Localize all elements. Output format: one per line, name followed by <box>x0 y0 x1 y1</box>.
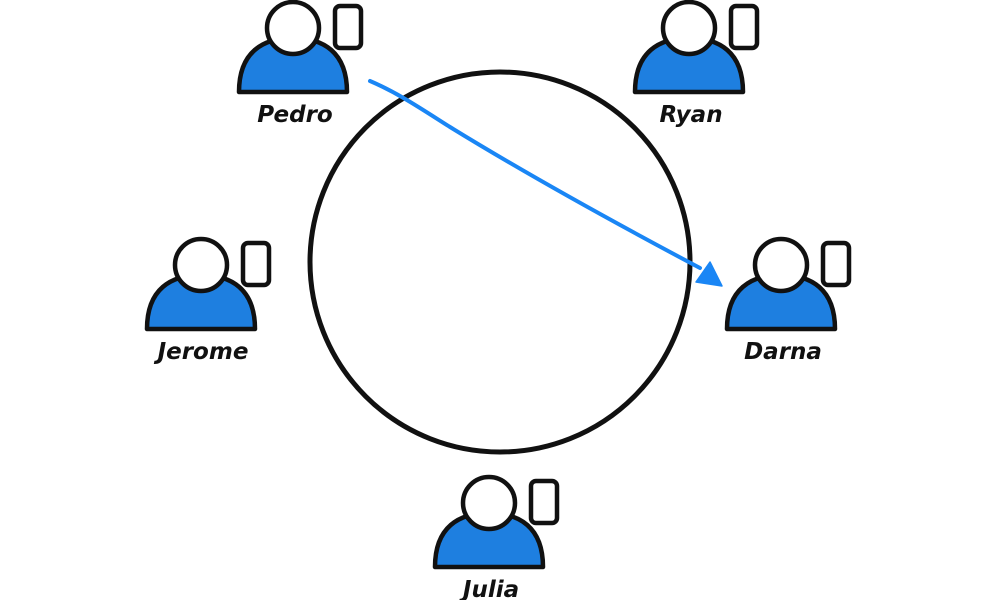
person-with-card-icon <box>632 0 760 95</box>
person-with-card-icon <box>236 0 364 95</box>
person-with-card-icon <box>724 236 852 332</box>
person-name: Darna <box>744 339 822 365</box>
person-with-card-icon <box>144 236 272 332</box>
person-darna: Darna <box>724 236 852 365</box>
person-pedro: Pedro <box>236 0 364 128</box>
arrow-line <box>368 79 702 270</box>
person-name: Julia <box>459 577 519 600</box>
person-name: Jerome <box>154 339 249 365</box>
person-jerome: Jerome <box>144 236 272 365</box>
arrow-pedro-to-darna <box>368 79 723 287</box>
person-ryan: Ryan <box>632 0 760 128</box>
person-name: Ryan <box>659 102 722 128</box>
person-julia: Julia <box>432 474 560 600</box>
center-circle <box>307 69 693 455</box>
person-name: Pedro <box>257 102 332 128</box>
arrowhead-icon <box>695 261 723 287</box>
person-with-card-icon <box>432 474 560 570</box>
